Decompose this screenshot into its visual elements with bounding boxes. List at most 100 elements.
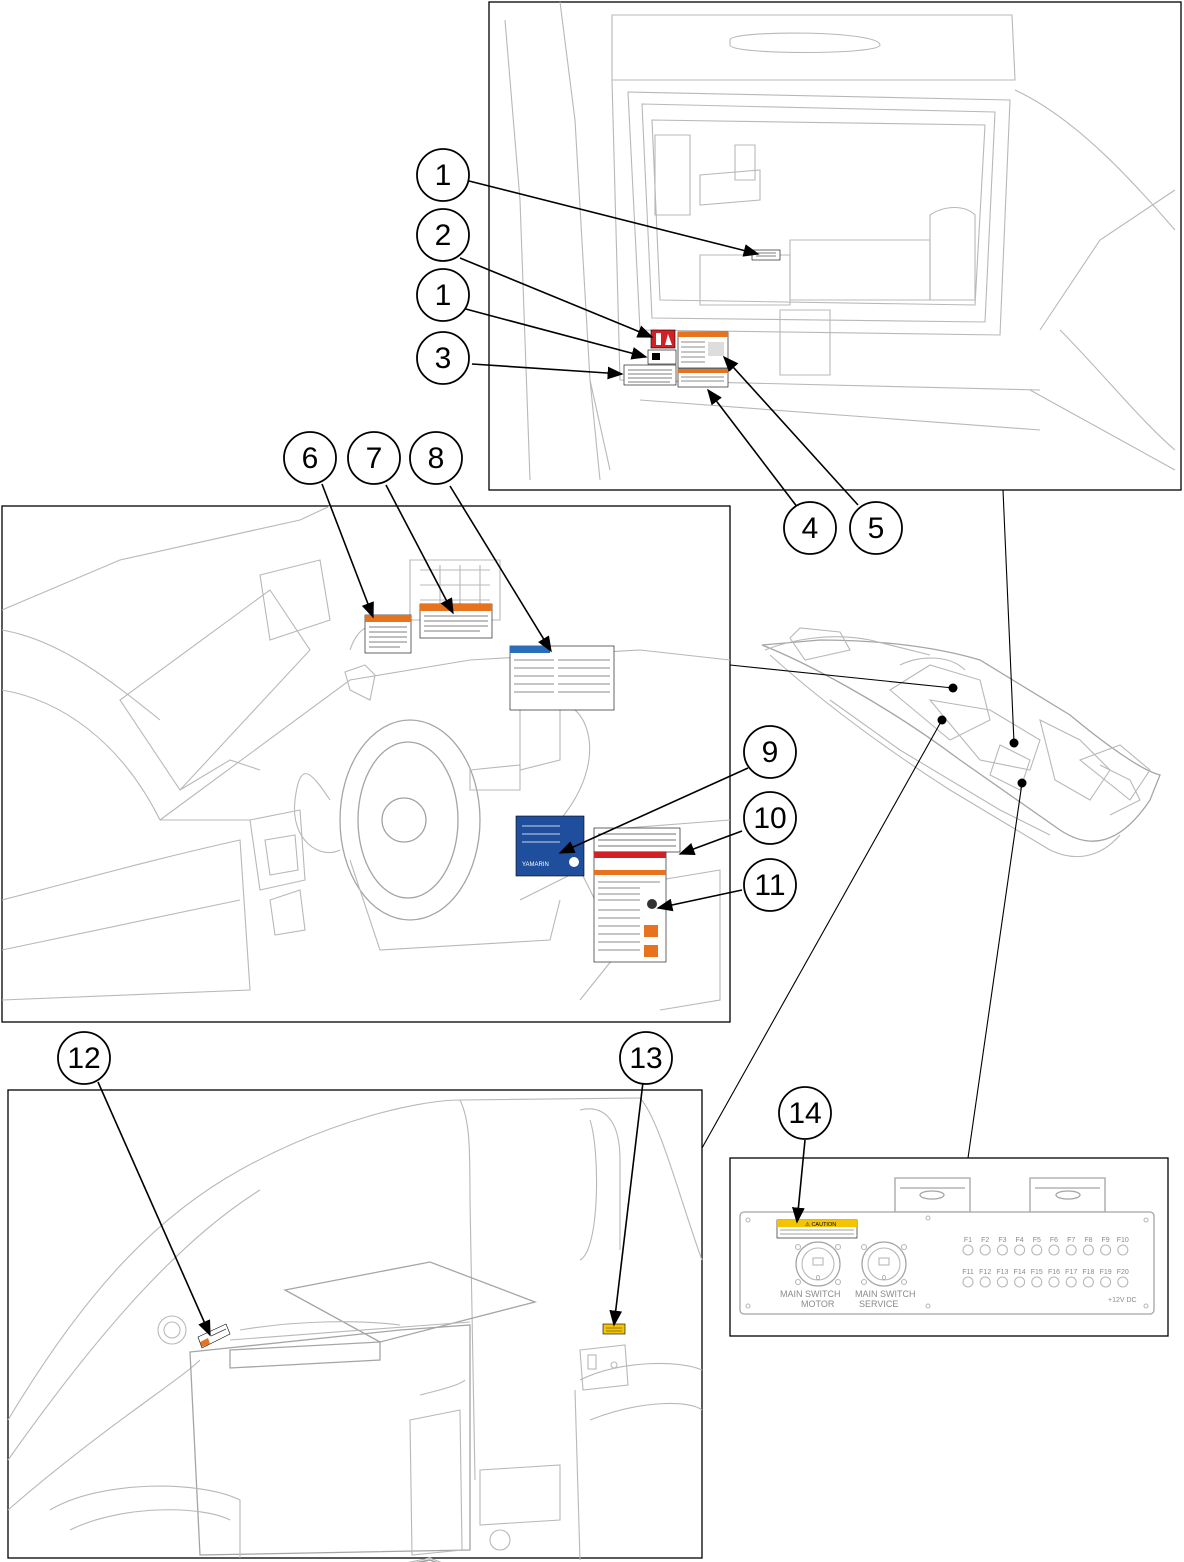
fuse-f9[interactable]: F9 (1100, 1237, 1112, 1256)
connector-cockpit (701, 719, 943, 1149)
fuse-holder[interactable] (1082, 1276, 1094, 1288)
fuse-label: F4 (1016, 1237, 1024, 1244)
fuse-label: F9 (1102, 1237, 1110, 1244)
fuse-holder[interactable] (1014, 1276, 1026, 1288)
fuse-label: F6 (1050, 1237, 1058, 1244)
label-text-notice (623, 364, 677, 386)
fuse-holder[interactable] (996, 1244, 1008, 1256)
fuse-holder[interactable] (962, 1244, 974, 1256)
label-main-switch-caution: ⚠ CAUTION (776, 1219, 858, 1239)
main-switch-service[interactable]: 0 MAIN SWITCH SERVICE (855, 1241, 916, 1309)
fuse-f19[interactable]: F19 (1100, 1269, 1112, 1288)
label-fire-extinguisher (650, 329, 676, 349)
motor-switch-label-1: MAIN SWITCH (780, 1289, 841, 1299)
fuse-holder[interactable] (1117, 1276, 1129, 1288)
fuse-holder[interactable] (979, 1276, 991, 1288)
callout-circle (783, 501, 837, 555)
fuse-f4[interactable]: F4 (1014, 1237, 1026, 1256)
fuse-holder[interactable] (1048, 1276, 1060, 1288)
fuse-f10[interactable]: F10 (1117, 1237, 1129, 1256)
fuse-f5[interactable]: F5 (1031, 1237, 1043, 1256)
callout-circle (743, 791, 797, 845)
callout-number: 12 (67, 1042, 100, 1075)
fuse-holder[interactable] (1065, 1276, 1077, 1288)
plate-brand: YAMARIN (522, 862, 549, 868)
fuse-f2[interactable]: F2 (979, 1237, 991, 1256)
callout-number: 5 (868, 512, 885, 545)
caution-text: ⚠ CAUTION (805, 1221, 836, 1228)
callout-c9: 9 (743, 725, 797, 779)
fuse-f13[interactable]: F13 (996, 1269, 1009, 1288)
voltage-label: +12V DC (1108, 1297, 1137, 1304)
callout-c5: 5 (849, 501, 903, 555)
callout-number: 6 (302, 442, 319, 475)
callout-number: 10 (753, 802, 786, 835)
callout-circle (409, 431, 463, 485)
fuse-f11[interactable]: F11 (962, 1269, 974, 1288)
service-switch-zero: 0 (882, 1275, 886, 1282)
label-helm-instructions (509, 645, 615, 711)
fuse-holder[interactable] (996, 1276, 1008, 1288)
fuse-holder[interactable] (979, 1244, 991, 1256)
main-switch-motor[interactable]: 0 MAIN SWITCH MOTOR (780, 1241, 842, 1309)
fuse-holder[interactable] (1031, 1244, 1043, 1256)
callout-number: 9 (762, 736, 779, 769)
fuse-label: F20 (1117, 1269, 1129, 1276)
callout-circle (743, 725, 797, 779)
fuse-label: F5 (1033, 1237, 1041, 1244)
label-cockpit-warning (197, 1323, 231, 1349)
callout-circle (416, 331, 470, 385)
label-warning-lower (677, 368, 729, 388)
label-socket-caution (602, 1323, 626, 1335)
fuse-label: F1 (964, 1237, 972, 1244)
fuse-holder[interactable] (1031, 1276, 1043, 1288)
fuse-label: F11 (962, 1269, 974, 1276)
fuse-f16[interactable]: F16 (1048, 1269, 1060, 1288)
fuse-holder[interactable] (962, 1276, 974, 1288)
service-switch-label-2: SERVICE (859, 1299, 898, 1309)
callout-number: 13 (629, 1042, 662, 1075)
fuse-f6[interactable]: F6 (1048, 1237, 1060, 1256)
fuse-holder[interactable] (1100, 1244, 1112, 1256)
fuse-f7[interactable]: F7 (1065, 1237, 1077, 1256)
callout-circle (283, 431, 337, 485)
label-safety-sheet (593, 851, 667, 963)
fuse-f8[interactable]: F8 (1082, 1237, 1094, 1256)
fuse-holder[interactable] (1117, 1244, 1129, 1256)
callout-circle (416, 148, 470, 202)
callout-number: 7 (366, 442, 383, 475)
service-switch-label-1: MAIN SWITCH (855, 1289, 916, 1299)
fuse-holder[interactable] (1065, 1244, 1077, 1256)
fuse-f12[interactable]: F12 (979, 1269, 991, 1288)
fuse-f14[interactable]: F14 (1014, 1269, 1026, 1288)
fuse-holder[interactable] (1048, 1244, 1060, 1256)
fuse-f20[interactable]: F20 (1117, 1269, 1129, 1288)
callout-c10: 10 (743, 791, 797, 845)
motor-switch-label-2: MOTOR (801, 1299, 835, 1309)
callout-number: 4 (802, 512, 819, 545)
fuse-label: F15 (1031, 1269, 1043, 1276)
fuse-holder[interactable] (1014, 1244, 1026, 1256)
callout-circle (57, 1031, 111, 1085)
fuse-holder[interactable] (1082, 1244, 1094, 1256)
fuse-f18[interactable]: F18 (1082, 1269, 1095, 1288)
label-helm-warning (419, 603, 493, 639)
motor-switch-zero: 0 (816, 1275, 820, 1282)
callout-circle (743, 858, 797, 912)
label-warning-upper (677, 331, 729, 369)
fuse-holder[interactable] (1100, 1276, 1112, 1288)
callout-number: 3 (435, 342, 452, 375)
fuse-label: F10 (1117, 1237, 1129, 1244)
connector-switch-panel (967, 782, 1023, 1159)
fuse-f17[interactable]: F17 (1065, 1269, 1077, 1288)
fuse-row-bottom: F11 F12 F13 F14 F15 F16 F17 F18 F19 F20 (962, 1269, 1129, 1288)
fuse-f3[interactable]: F3 (996, 1237, 1008, 1256)
fuse-label: F16 (1048, 1269, 1060, 1276)
fuse-f1[interactable]: F1 (962, 1237, 974, 1256)
fuse-f15[interactable]: F15 (1031, 1269, 1043, 1288)
callout-c14: 14 (778, 1086, 832, 1140)
callout-number: 1 (435, 279, 452, 312)
leader-lines (97, 180, 859, 1337)
